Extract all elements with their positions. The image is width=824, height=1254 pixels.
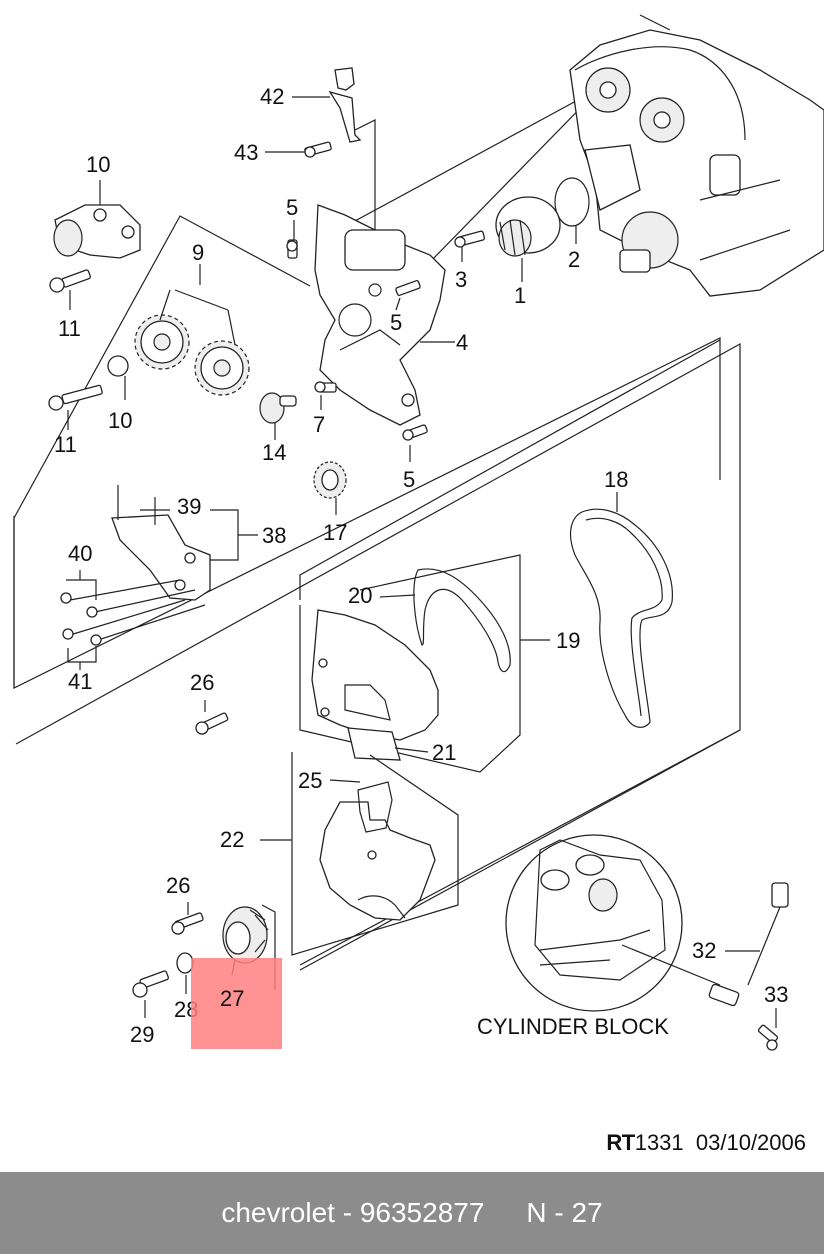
- callout-14: 14: [262, 440, 286, 465]
- footer-part-info: chevrolet - 96352877: [221, 1197, 484, 1229]
- gasket-20: [413, 568, 511, 673]
- bolt-26-upper: [195, 712, 229, 735]
- callout-41: 41: [68, 669, 92, 694]
- footer-position: N - 27: [526, 1197, 603, 1228]
- callout-3: 3: [455, 267, 467, 292]
- timing-belt-18: [569, 508, 673, 728]
- bolt-43: [304, 141, 332, 158]
- callout-4: 4: [456, 330, 468, 355]
- upper-cover-19: [299, 554, 521, 773]
- bracket-42: [328, 67, 362, 143]
- callout-labels: 42 43 10 5 9 3 2 1 11 5 4 10 7 11 14 5 1…: [54, 84, 788, 1047]
- callout-5-low: 5: [403, 467, 415, 492]
- bolts-40-41: [60, 592, 102, 646]
- callout-26-upper: 26: [190, 670, 214, 695]
- callout-27: 27: [220, 986, 244, 1011]
- water-pump-1: [495, 196, 561, 257]
- bolt-5-mid: [395, 280, 421, 296]
- lower-cover-22: [291, 752, 459, 956]
- cylinder-block-inset: [505, 834, 721, 1012]
- callout-25: 25: [298, 768, 322, 793]
- ref-code-number: 1331: [634, 1130, 684, 1155]
- callout-1: 1: [514, 283, 526, 308]
- crank-pulley-27: [222, 906, 269, 964]
- callout-26-lower: 26: [166, 873, 190, 898]
- rear-cover-4: [314, 204, 446, 426]
- callout-40: 40: [68, 541, 92, 566]
- callout-32: 32: [692, 938, 716, 963]
- footer-separator: -: [342, 1197, 353, 1228]
- engine-block: [569, 14, 824, 297]
- washer-10: [107, 355, 129, 377]
- bolt-33: [757, 1024, 779, 1051]
- assembly-frame-lines: [13, 87, 741, 971]
- highlight-box: [191, 958, 282, 1049]
- callout-21: 21: [432, 740, 456, 765]
- drawing-reference: RT1331 03/10/2006: [606, 1130, 806, 1156]
- callout-18: 18: [604, 467, 628, 492]
- callout-13: 11: [58, 316, 81, 341]
- parts-diagram: 42 43 10 5 9 3 2 1 11 5 4 10 7 11 14 5 1…: [13, 14, 824, 1051]
- bolt-7: [314, 381, 337, 393]
- bracket-38: [69, 485, 211, 641]
- bolt-13: [49, 269, 91, 293]
- callout-7: 7: [313, 412, 325, 437]
- ref-date: 03/10/2006: [695, 1130, 806, 1155]
- callout-33: 33: [764, 982, 788, 1007]
- callout-17: 17: [323, 520, 347, 545]
- bolt-5-top: [286, 239, 298, 259]
- callout-12: 10: [86, 152, 110, 177]
- callout-39: 39: [177, 494, 201, 519]
- ref-code-prefix: RT: [606, 1130, 635, 1155]
- tensioner-12: [53, 204, 141, 259]
- callout-2: 2: [568, 247, 580, 272]
- footer-brand: chevrolet: [221, 1197, 335, 1228]
- callout-9: 9: [192, 240, 204, 265]
- bolt-26-lower: [171, 912, 204, 935]
- bolt-5-low: [402, 424, 428, 441]
- washer-28: [176, 952, 194, 974]
- camshaft-gears-9: [134, 289, 250, 396]
- bolt-29: [132, 970, 169, 998]
- idler-14: [259, 392, 297, 424]
- callout-11: 11: [54, 432, 77, 457]
- callout-5-top: 5: [286, 195, 298, 220]
- callout-38: 38: [262, 523, 286, 548]
- seal-21: [347, 727, 401, 761]
- callout-19: 19: [556, 628, 580, 653]
- gasket-25: [357, 781, 393, 833]
- callout-20: 20: [348, 583, 372, 608]
- callout-5-mid: 5: [390, 310, 402, 335]
- callout-29: 29: [130, 1022, 154, 1047]
- callout-43: 43: [234, 140, 258, 165]
- callout-10: 10: [108, 408, 132, 433]
- o-ring-2: [554, 177, 590, 227]
- inset-label: CYLINDER BLOCK: [477, 1014, 669, 1039]
- bolt-11: [48, 384, 103, 411]
- footer-bar: chevrolet - 96352877 N - 27: [0, 1172, 824, 1254]
- knock-sensor-32: [708, 882, 789, 1007]
- callout-42: 42: [260, 84, 284, 109]
- footer-part-number: 96352877: [359, 1197, 485, 1228]
- bolt-3: [454, 230, 486, 248]
- callout-22: 22: [220, 827, 244, 852]
- crank-gear-17: [313, 461, 347, 499]
